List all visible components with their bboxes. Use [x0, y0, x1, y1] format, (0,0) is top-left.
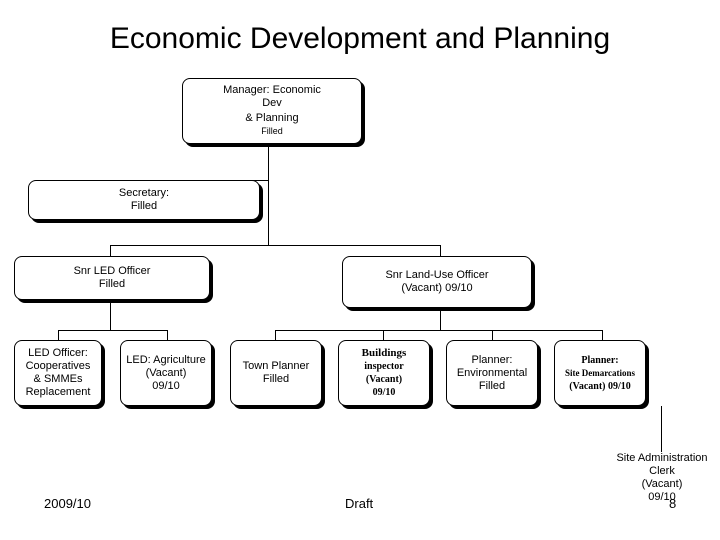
site-admin-line1: Site Administration: [616, 452, 708, 464]
manager-status: Filled: [261, 126, 283, 136]
buildings-inspector-line3: (Vacant): [365, 374, 403, 385]
manager-title-line3: & Planning: [245, 112, 299, 124]
led-agri-line3: 09/10: [152, 379, 180, 392]
town-planner-status: Filled: [262, 373, 290, 385]
led-officer-line1: LED Officer:: [28, 347, 88, 359]
connector-to-snr-landuse: [440, 245, 441, 256]
planner-env-box: Planner: Environmental Filled: [446, 340, 538, 406]
connector-to-snr-led: [110, 245, 111, 256]
connector-to-town-planner: [275, 330, 276, 340]
connector-to-planner-site: [602, 330, 603, 340]
site-admin-line2: Clerk: [649, 465, 675, 477]
connector-manager-down: [268, 145, 269, 245]
led-officer-line2: Cooperatives: [25, 360, 91, 372]
footer-year: 2009/10: [44, 496, 91, 511]
buildings-inspector-box: Buildings inspector (Vacant) 09/10: [338, 340, 430, 406]
footer-page-number: 8: [669, 496, 677, 511]
site-admin-line4: 09/10: [648, 491, 676, 503]
manager-box: Manager: Economic Dev & Planning Filled: [182, 78, 362, 144]
snr-landuse-title: Snr Land-Use Officer: [385, 269, 489, 281]
snr-led-status: Filled: [98, 278, 126, 290]
led-officer-box: LED Officer: Cooperatives & SMMEs Replac…: [14, 340, 102, 406]
planner-site-line2: Site Demarcations: [564, 367, 636, 378]
connector-to-planner-env: [492, 330, 493, 340]
led-agri-line2: (Vacant): [145, 366, 187, 379]
snr-landuse-status: (Vacant) 09/10: [401, 282, 473, 294]
planner-env-line1: Planner:: [471, 353, 513, 366]
connector-to-buildings-inspector: [383, 330, 384, 340]
town-planner-title: Town Planner: [242, 360, 310, 372]
site-admin-line3: (Vacant): [641, 478, 683, 490]
town-planner-box: Town Planner Filled: [230, 340, 322, 406]
connector-to-site-admin: [661, 406, 662, 452]
manager-title-line2: Dev: [262, 97, 282, 109]
secretary-status: Filled: [130, 200, 158, 212]
site-admin-clerk: Site Administration Clerk (Vacant) 09/10: [612, 452, 712, 504]
led-agri-line1: LED: Agriculture: [126, 353, 206, 366]
connector-landuse-horizontal: [275, 330, 603, 331]
connector-to-led-agri: [167, 330, 168, 340]
connector-snr-led-down: [110, 300, 111, 330]
connector-to-led-officer: [58, 330, 59, 340]
connector-led-horizontal: [58, 330, 168, 331]
secretary-title: Secretary:: [118, 187, 170, 199]
buildings-inspector-line1: Buildings: [361, 347, 407, 359]
connector-snr-landuse-down: [440, 309, 441, 330]
manager-title-line1: Manager: Economic: [223, 84, 321, 96]
led-officer-line4: Replacement: [25, 386, 91, 398]
page-title: Economic Development and Planning: [109, 22, 611, 55]
planner-env-line3: Filled: [478, 379, 506, 392]
led-officer-line3: & SMMEs: [33, 373, 83, 385]
snr-led-box: Snr LED Officer Filled: [14, 256, 210, 300]
connector-level2-horizontal: [110, 245, 441, 246]
snr-landuse-box: Snr Land-Use Officer (Vacant) 09/10: [342, 256, 532, 308]
planner-site-line3: (Vacant) 09/10: [569, 380, 631, 392]
secretary-box: Secretary: Filled: [28, 180, 260, 220]
footer-draft: Draft: [345, 496, 374, 511]
led-agri-box: LED: Agriculture (Vacant) 09/10: [120, 340, 212, 406]
snr-led-title: Snr LED Officer: [73, 265, 151, 277]
buildings-inspector-line4: 09/10: [372, 387, 396, 398]
planner-env-line2: Environmental: [456, 366, 528, 379]
planner-site-line1: Planner:: [581, 354, 619, 366]
planner-site-box: Planner: Site Demarcations (Vacant) 09/1…: [554, 340, 646, 406]
buildings-inspector-line2: inspector: [364, 361, 404, 372]
